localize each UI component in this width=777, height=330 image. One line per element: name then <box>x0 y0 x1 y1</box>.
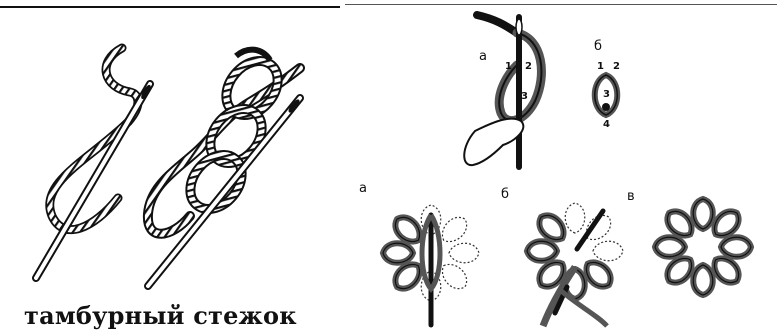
bottom-step-b-figure <box>527 203 623 326</box>
top-b-point-3: 3 <box>603 89 610 100</box>
top-label-a: а <box>479 49 487 64</box>
chain-stitch-illustration: тамбурный стежок <box>0 10 340 326</box>
needle-first <box>36 84 153 278</box>
petal-b-1 <box>565 203 585 233</box>
stitch-loop-first <box>50 48 138 230</box>
bottom-step-c-figure <box>655 199 751 295</box>
top-a-point-2: 2 <box>525 61 532 72</box>
bottom-label-a: а <box>359 181 367 196</box>
bottom-label-b: б <box>501 187 509 202</box>
top-step-a-figure <box>464 15 541 167</box>
top-a-point-1: 1 <box>505 61 512 72</box>
lazy-daisy-steps-panel: а б 1 2 3 1 2 3 4 а б в <box>345 5 777 326</box>
petal-a-2 <box>437 212 472 247</box>
petal-b-3 <box>593 241 623 261</box>
top-rule-left <box>0 6 340 8</box>
petal-a-4 <box>437 259 472 294</box>
top-b-point-4: 4 <box>603 119 610 130</box>
bottom-label-c: в <box>627 189 635 204</box>
top-label-b: б <box>594 39 602 54</box>
bottom-step-a-figure <box>383 205 479 325</box>
stitch-chain-second <box>148 50 300 234</box>
lazy-daisy-drawing <box>345 5 777 326</box>
chain-stitch-drawing <box>0 10 340 326</box>
top-a-point-3: 3 <box>521 91 528 102</box>
top-b-point-2: 2 <box>613 61 620 72</box>
top-b-point-1: 1 <box>597 61 604 72</box>
petal-a-3 <box>449 243 479 263</box>
